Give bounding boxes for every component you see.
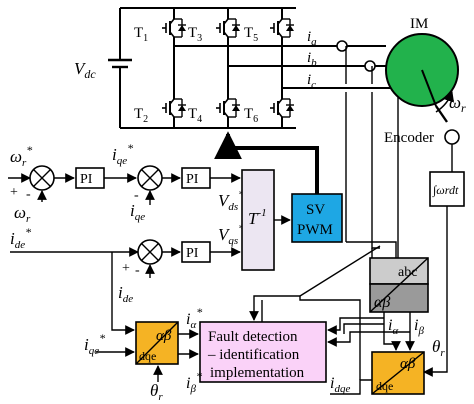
induction-motor	[385, 33, 459, 123]
dq-right-top: αβ	[400, 356, 416, 372]
igbt-t5	[270, 18, 294, 38]
abc-block-bottom	[369, 283, 429, 313]
inverse-transform-label: T-1	[248, 207, 267, 228]
motor-label: IM	[410, 16, 428, 32]
igbt-t4	[216, 98, 240, 118]
ia-label: ia	[307, 29, 317, 48]
vdc-label: Vdc	[74, 59, 96, 81]
ide-fb-label: ide	[118, 283, 133, 305]
abc-ab-label: αβ	[374, 294, 390, 311]
fault-line-1: Fault detection	[208, 329, 298, 345]
igbt-t6	[270, 98, 294, 118]
i-beta-label: iβ	[414, 317, 424, 337]
pi-iq-label: PI	[186, 172, 199, 187]
encoder-label: Encoder	[384, 130, 434, 146]
abc-label: abc	[398, 265, 417, 280]
idqe-label: idqe	[330, 375, 350, 395]
id-plus: +	[122, 261, 130, 276]
t2-label: T2	[134, 106, 148, 125]
igbt-t2	[162, 98, 186, 118]
i-alpha-ref-label: iα*	[186, 305, 202, 331]
t3-label: T3	[188, 25, 202, 44]
dq-left-bottom: dqe	[139, 349, 156, 363]
abc-block-top	[369, 257, 429, 285]
iq-minus: -	[134, 188, 139, 203]
iqe-fb-label: iqe	[130, 201, 145, 223]
fault-line-2: – identification	[207, 347, 300, 363]
dc-bus	[108, 7, 296, 129]
speed-plus: +	[10, 185, 18, 200]
theta-left-label: θr	[150, 381, 163, 403]
speed-ref-label: ωr*	[10, 143, 32, 169]
ib-label: ib	[307, 50, 317, 69]
svpwm-line2: PWM	[297, 222, 333, 238]
t1-label: T1	[134, 25, 148, 44]
vqs-label: Vqs*	[218, 221, 244, 247]
integrator-block	[429, 171, 465, 207]
igbt-switches	[162, 18, 294, 118]
theta-right-label: θr	[432, 337, 445, 359]
i-alpha-label: iα	[388, 317, 398, 337]
dq-left-top: αβ	[156, 328, 172, 344]
ic-label: ic	[307, 72, 316, 91]
ide-ref-label: ide*	[10, 225, 31, 251]
igbt-t3	[216, 18, 240, 38]
id-minus: -	[135, 263, 140, 278]
iqe-ref-label: iqe*	[112, 141, 133, 167]
dq-right-bottom: dqe	[376, 379, 393, 393]
speed-minus: -	[26, 187, 31, 202]
speed-label: ωr	[449, 93, 466, 115]
integrator-label: ∫ωrdt	[432, 183, 459, 197]
inverse-transform-block	[241, 169, 275, 271]
fault-detection-block	[199, 321, 327, 383]
vds-label: Vds*	[218, 187, 244, 213]
pi-speed-label: PI	[80, 172, 93, 187]
fault-line-3: implementation	[210, 365, 305, 381]
encoder-symbol	[444, 129, 460, 145]
iqe-ref-lower-label: iqe*	[84, 331, 105, 357]
i-beta-ref-label: iβ*	[186, 369, 202, 395]
t4-label: T4	[188, 106, 202, 125]
igbt-t1	[162, 18, 186, 38]
speed-fb-label: ωr	[14, 203, 31, 225]
pi-id-label: PI	[186, 246, 199, 261]
t6-label: T6	[244, 106, 258, 125]
svpwm-block	[291, 193, 343, 243]
svpwm-line1: SV	[306, 202, 325, 218]
t5-label: T5	[244, 25, 258, 44]
